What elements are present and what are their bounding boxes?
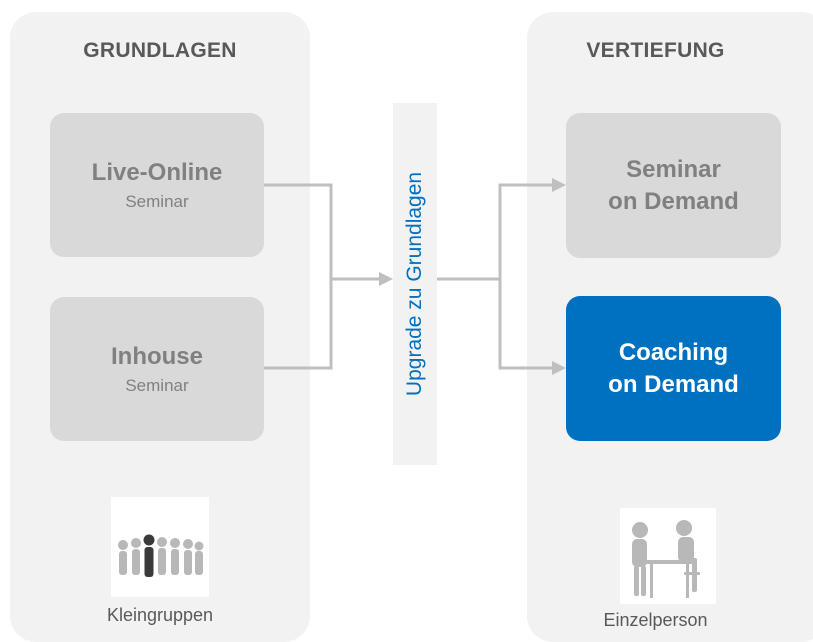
seminar-on-demand-line2: on Demand (608, 187, 739, 215)
upgrade-bar: Upgrade zu Grundlagen (393, 103, 437, 465)
inhouse-card[interactable]: Inhouse Seminar (50, 297, 264, 441)
upgrade-label: Upgrade zu Grundlagen (403, 171, 426, 397)
live-online-subtitle: Seminar (125, 192, 189, 211)
seminar-on-demand-card[interactable]: Seminar on Demand (566, 113, 781, 258)
left-panel-title: GRUNDLAGEN (83, 39, 237, 62)
right-panel-title: VERTIEFUNG (586, 39, 725, 62)
left-panel-caption: Kleingruppen (106, 605, 214, 625)
coaching-on-demand-card[interactable]: Coaching on Demand (566, 296, 781, 441)
seminar-on-demand-line1: Seminar (626, 155, 721, 183)
left-panel-grundlagen: GRUNDLAGEN Live-Online Seminar Inhouse S… (10, 12, 310, 642)
coaching-on-demand-line1: Coaching (618, 338, 729, 366)
right-panel-caption: Einzelperson (603, 610, 708, 630)
coaching-people-icon (620, 508, 716, 604)
right-panel-vertiefung: VERTIEFUNG Seminar on Demand Coaching on… (527, 12, 813, 642)
inhouse-title: Inhouse (110, 343, 203, 370)
live-online-title: Live-Online (91, 159, 223, 186)
inhouse-subtitle: Seminar (125, 376, 189, 395)
coaching-on-demand-line2: on Demand (608, 370, 739, 398)
live-online-card[interactable]: Live-Online Seminar (50, 113, 264, 257)
group-people-icon (111, 497, 209, 597)
